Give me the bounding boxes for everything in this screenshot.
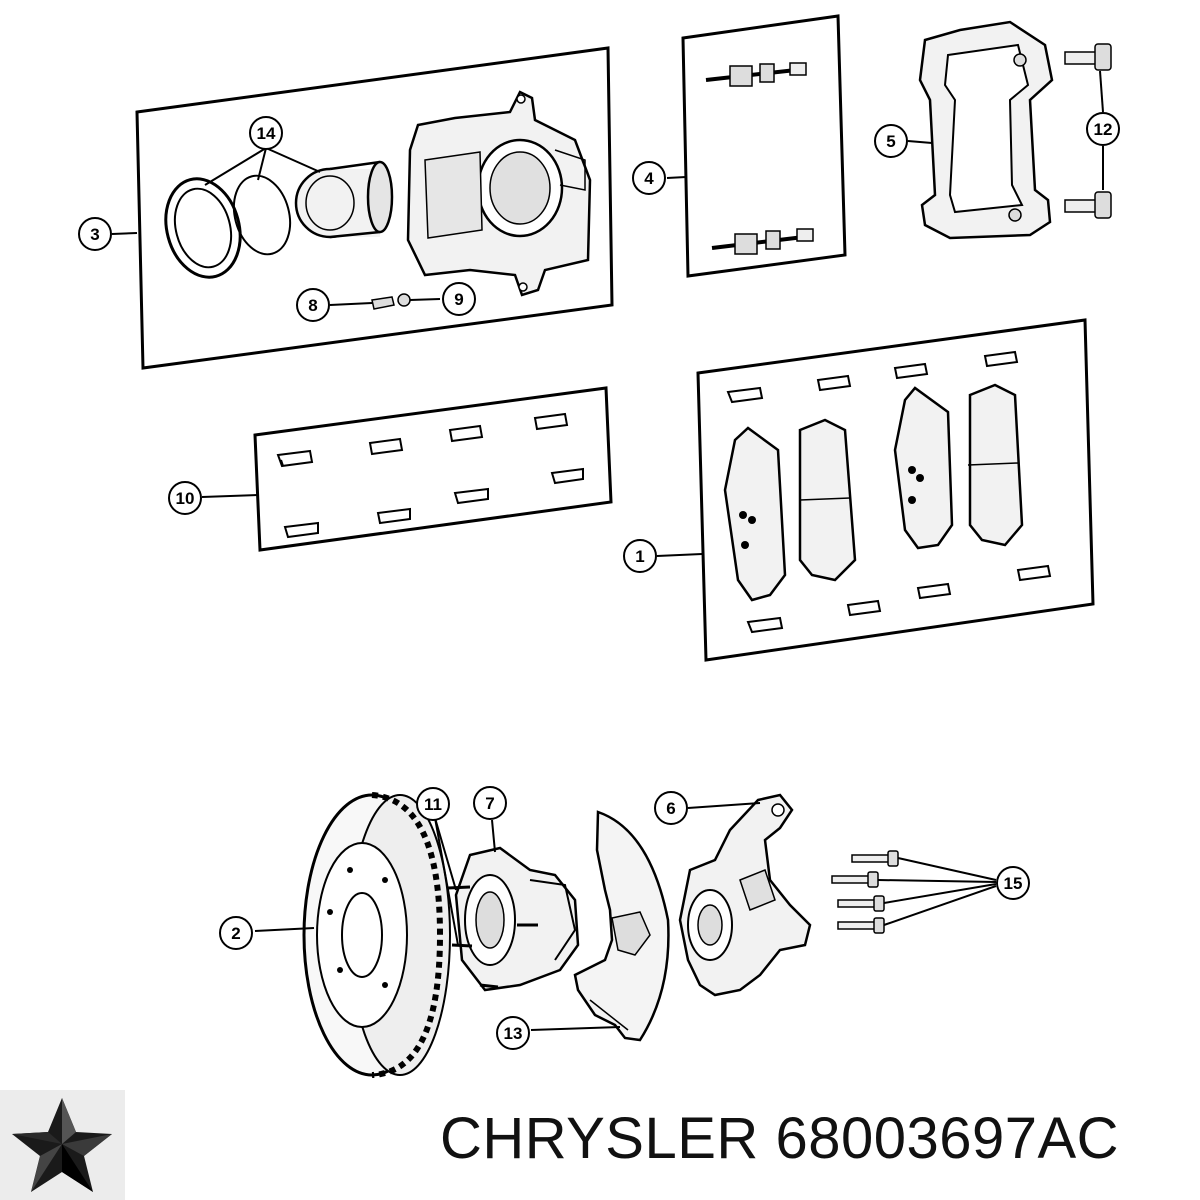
part-number: 68003697AC — [775, 1106, 1120, 1171]
pentastar-icon — [0, 1090, 125, 1200]
bleeder-screw — [371, 293, 411, 310]
steering-knuckle — [678, 793, 812, 997]
brake-pad-outer-2 — [967, 383, 1024, 547]
callout-11: 11 — [416, 787, 450, 821]
brake-pad-outer — [798, 418, 857, 582]
callout-12-label: 12 — [1094, 120, 1113, 139]
callout-7: 7 — [473, 786, 507, 820]
caliper-piston — [294, 160, 394, 239]
callout-9: 9 — [442, 282, 476, 316]
pad-clip-kit-panel — [201, 386, 613, 552]
guide-pin-kit-panel — [666, 14, 847, 278]
callout-5: 5 — [874, 124, 908, 158]
callout-1-label: 1 — [635, 547, 644, 566]
callout-5-label: 5 — [886, 132, 895, 151]
callout-3-label: 3 — [90, 225, 99, 244]
callout-15-label: 15 — [1004, 874, 1023, 893]
callout-14: 14 — [249, 116, 283, 150]
callout-15: 15 — [996, 866, 1030, 900]
callout-2: 2 — [219, 916, 253, 950]
callout-12: 12 — [1086, 112, 1120, 146]
caliper-housing — [406, 90, 592, 297]
callout-14-label: 14 — [257, 124, 276, 143]
callout-9-label: 9 — [454, 290, 463, 309]
guide-pin-upper — [705, 62, 807, 87]
guide-pin-lower — [711, 228, 814, 255]
callout-6-label: 6 — [666, 799, 675, 818]
brake-pad-kit-panel — [656, 318, 1095, 662]
callout-3: 3 — [78, 217, 112, 251]
callout-8-label: 8 — [308, 296, 317, 315]
brake-pad-inner-2 — [893, 386, 954, 550]
caliper-kit-panel — [111, 46, 614, 370]
brake-rotor — [254, 792, 451, 1078]
callout-13-label: 13 — [504, 1024, 523, 1043]
hub-bearing — [434, 817, 580, 992]
callout-7-label: 7 — [485, 794, 494, 813]
callout-10-label: 10 — [176, 489, 195, 508]
callout-13: 13 — [496, 1016, 530, 1050]
callout-1: 1 — [623, 539, 657, 573]
callout-2-label: 2 — [231, 924, 240, 943]
bracket-bolts — [1064, 43, 1112, 219]
callout-6: 6 — [654, 791, 688, 825]
callout-11-label: 11 — [424, 795, 442, 814]
brake-pad-inner — [723, 426, 787, 602]
brand-name: CHRYSLER — [440, 1106, 759, 1171]
splash-shield — [530, 810, 670, 1042]
knuckle-bolts — [831, 850, 997, 934]
callout-4: 4 — [632, 161, 666, 195]
part-caption: CHRYSLER 68003697AC — [440, 1105, 1200, 1185]
caliper-adapter-bracket — [907, 20, 1054, 240]
callout-8: 8 — [296, 288, 330, 322]
callout-4-label: 4 — [644, 169, 654, 188]
callout-10: 10 — [168, 481, 202, 515]
